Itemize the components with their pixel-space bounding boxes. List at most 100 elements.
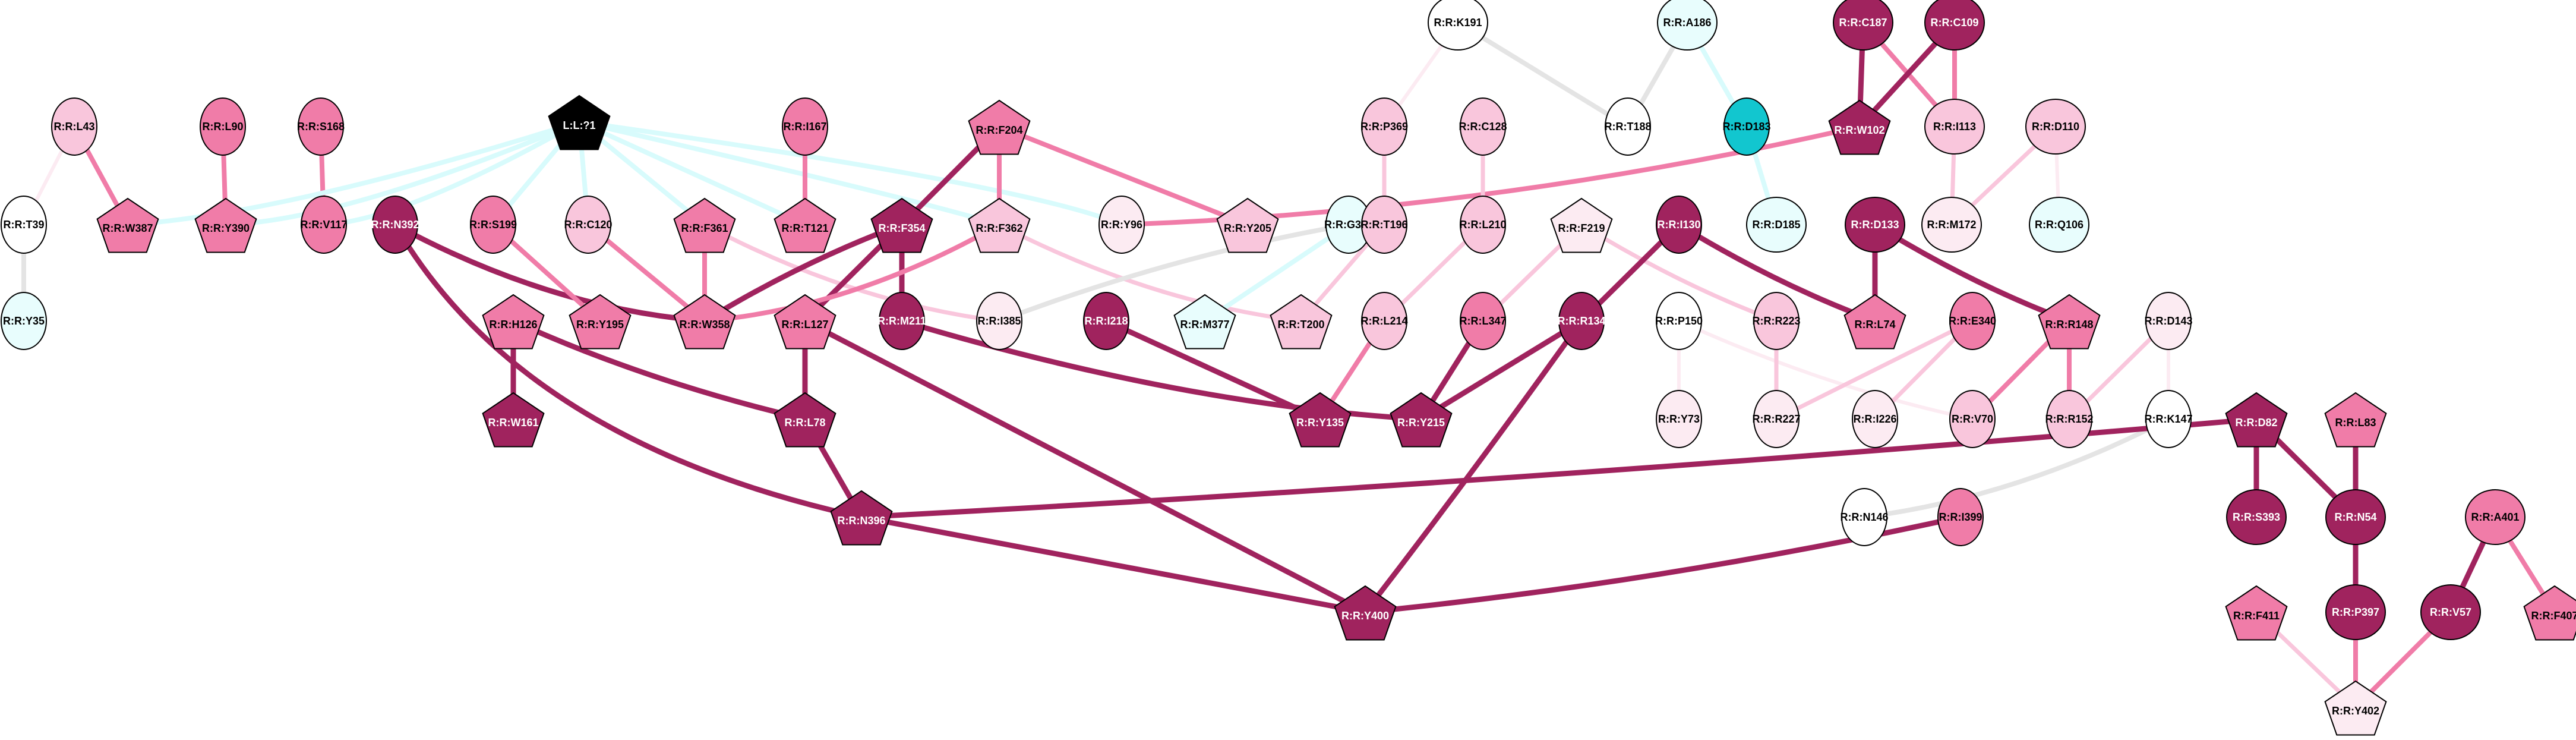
ellipse-shape[interactable] (1098, 196, 1145, 254)
pentagon-shape[interactable] (774, 294, 836, 349)
ellipse-shape[interactable] (1, 292, 47, 350)
ellipse-shape[interactable] (1921, 197, 1982, 253)
pentagon-shape[interactable] (482, 294, 545, 349)
ellipse-shape[interactable] (1656, 196, 1702, 254)
ellipse-shape[interactable] (1949, 390, 1996, 448)
node-r-r-h126[interactable]: R:R:H126 (482, 294, 545, 349)
ellipse-shape[interactable] (1656, 390, 1702, 448)
node-r-r-s393[interactable]: R:R:S393 (2226, 489, 2287, 545)
ellipse-shape[interactable] (1845, 197, 1905, 253)
node-r-r-c109[interactable]: R:R:C109 (1924, 0, 1985, 51)
node-r-r-n54[interactable]: R:R:N54 (2325, 489, 2386, 545)
node-r-r-f407[interactable]: R:R:F407 (2523, 585, 2576, 641)
node-r-r-s199[interactable]: R:R:S199 (469, 196, 517, 254)
node-r-r-t39[interactable]: R:R:T39 (1, 196, 47, 254)
node-r-r-v70[interactable]: R:R:V70 (1949, 390, 1996, 448)
node-r-r-l43[interactable]: R:R:L43 (51, 97, 97, 156)
ellipse-shape[interactable] (1361, 97, 1407, 156)
ellipse-shape[interactable] (1656, 292, 1702, 350)
node-r-r-l90[interactable]: R:R:L90 (200, 97, 246, 156)
node-r-r-d133[interactable]: R:R:D133 (1845, 197, 1905, 253)
ellipse-shape[interactable] (1723, 97, 1770, 156)
node-r-r-i385[interactable]: R:R:I385 (976, 292, 1022, 350)
node-r-r-y73[interactable]: R:R:Y73 (1656, 390, 1702, 448)
ellipse-shape[interactable] (200, 97, 246, 156)
node-r-r-e340[interactable]: R:R:E340 (1949, 292, 1996, 350)
pentagon-shape[interactable] (673, 294, 736, 349)
pentagon-shape[interactable] (2225, 392, 2288, 448)
pentagon-shape[interactable] (96, 197, 159, 253)
node-r-r-v117[interactable]: R:R:V117 (300, 196, 348, 254)
node-r-r-p369[interactable]: R:R:P369 (1360, 97, 1408, 156)
ellipse-shape[interactable] (1833, 0, 1893, 51)
node-r-r-r152[interactable]: R:R:R152 (2045, 390, 2094, 448)
node-r-r-f354[interactable]: R:R:F354 (870, 197, 933, 253)
node-r-r-y215[interactable]: R:R:Y215 (1390, 392, 1453, 448)
node-r-r-c187[interactable]: R:R:C187 (1833, 0, 1893, 51)
ellipse-shape[interactable] (1852, 390, 1898, 448)
pentagon-shape[interactable] (194, 197, 257, 253)
node-r-r-l214[interactable]: R:R:L214 (1360, 292, 1408, 350)
node-r-r-r134[interactable]: R:R:R134 (1557, 292, 1606, 350)
node-r-r-i226[interactable]: R:R:I226 (1852, 390, 1898, 448)
node-r-r-y205[interactable]: R:R:Y205 (1216, 197, 1279, 253)
pentagon-shape[interactable] (2225, 585, 2288, 641)
pentagon-shape[interactable] (968, 99, 1031, 155)
ellipse-shape[interactable] (51, 97, 97, 156)
ellipse-shape[interactable] (1949, 292, 1996, 350)
ellipse-shape[interactable] (1460, 97, 1506, 156)
pentagon-shape[interactable] (2324, 392, 2387, 448)
ellipse-shape[interactable] (1605, 97, 1651, 156)
node-r-r-r223[interactable]: R:R:R223 (1752, 292, 1801, 350)
node-r-r-y96[interactable]: R:R:Y96 (1098, 196, 1145, 254)
pentagon-shape[interactable] (1173, 294, 1236, 349)
node-r-r-k191[interactable]: R:R:K191 (1428, 0, 1488, 51)
ellipse-shape[interactable] (976, 292, 1022, 350)
node-r-r-l347[interactable]: R:R:L347 (1459, 292, 1507, 350)
ellipse-shape[interactable] (1657, 0, 1718, 51)
pentagon-shape[interactable] (482, 392, 545, 448)
pentagon-shape[interactable] (1843, 294, 1906, 349)
node-r-r-d143[interactable]: R:R:D143 (2144, 292, 2193, 350)
pentagon-shape[interactable] (870, 197, 933, 253)
node-r-r-y35[interactable]: R:R:Y35 (1, 292, 47, 350)
node-r-r-t188[interactable]: R:R:T188 (1604, 97, 1652, 156)
ellipse-shape[interactable] (1, 196, 47, 254)
ellipse-shape[interactable] (1753, 292, 1800, 350)
node-r-r-i167[interactable]: R:R:I167 (782, 97, 828, 156)
node-r-r-i399[interactable]: R:R:I399 (1937, 488, 1984, 546)
ellipse-shape[interactable] (1361, 292, 1407, 350)
ellipse-shape[interactable] (1924, 0, 1985, 51)
ellipse-shape[interactable] (1937, 488, 1984, 546)
node-r-r-w102[interactable]: R:R:W102 (1828, 99, 1891, 155)
node-r-r-t121[interactable]: R:R:T121 (774, 197, 836, 253)
node-r-r-a186[interactable]: R:R:A186 (1657, 0, 1718, 51)
ellipse-shape[interactable] (298, 97, 344, 156)
node-r-r-l83[interactable]: R:R:L83 (2324, 392, 2387, 448)
node-r-r-d82[interactable]: R:R:D82 (2225, 392, 2288, 448)
ellipse-shape[interactable] (1460, 292, 1506, 350)
node-r-r-r148[interactable]: R:R:R148 (2038, 294, 2101, 349)
ellipse-shape[interactable] (565, 196, 611, 254)
pentagon-shape[interactable] (1334, 585, 1397, 641)
node-r-r-i218[interactable]: R:R:I218 (1083, 292, 1129, 350)
node-r-r-f362[interactable]: R:R:F362 (968, 197, 1031, 253)
node-r-r-q106[interactable]: R:R:Q106 (2029, 197, 2089, 253)
pentagon-shape[interactable] (1828, 99, 1891, 155)
pentagon-shape[interactable] (569, 294, 632, 349)
node-r-r-m377[interactable]: R:R:M377 (1173, 294, 1236, 349)
pentagon-shape[interactable] (2324, 680, 2387, 736)
ellipse-shape[interactable] (2226, 489, 2287, 545)
ellipse-shape[interactable] (879, 292, 925, 350)
ellipse-shape[interactable] (301, 196, 347, 254)
pentagon-shape[interactable] (2523, 585, 2576, 641)
node-r-r-f204[interactable]: R:R:F204 (968, 99, 1031, 155)
pentagon-shape[interactable] (673, 197, 736, 253)
ellipse-shape[interactable] (1746, 197, 1807, 253)
node-r-r-k147[interactable]: R:R:K147 (2144, 390, 2193, 448)
node-r-r-d110[interactable]: R:R:D110 (2025, 99, 2086, 155)
ellipse-shape[interactable] (2420, 584, 2481, 640)
pentagon-shape[interactable] (548, 95, 611, 150)
node-r-r-r227[interactable]: R:R:R227 (1752, 390, 1801, 448)
node-r-r-p150[interactable]: R:R:P150 (1655, 292, 1703, 350)
